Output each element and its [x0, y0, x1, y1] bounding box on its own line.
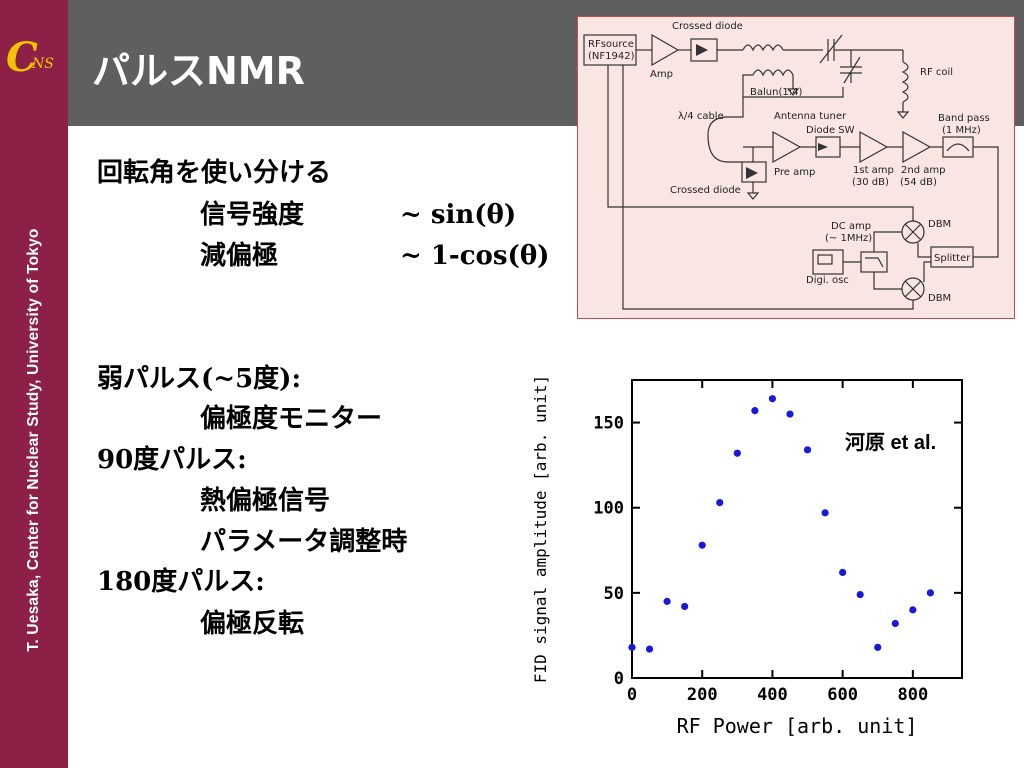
cns-logo: C NS [6, 34, 66, 81]
data-point [681, 602, 689, 611]
circuit-diagram: RFsource (NF1942) Amp Crossed diode Balu… [577, 16, 1015, 319]
rf-source-model-label: (NF1942) [588, 51, 635, 62]
data-point [733, 449, 741, 457]
amp2-label: 2nd amp [901, 165, 945, 176]
amp2-gain-label: (54 dB) [900, 177, 937, 188]
rf-source-label: RFsource [588, 39, 634, 50]
text-line-3-formula: ~ 1-cos(θ) [400, 241, 550, 271]
slide-title: パルスNMR [92, 49, 305, 93]
x-axis-label: RF Power [arb. unit] [677, 714, 918, 738]
balun-primary [742, 44, 784, 52]
data-point [751, 407, 759, 415]
cable-label: λ/4 cable [678, 111, 724, 122]
text-line-7: 熱偏極信号 [200, 486, 331, 516]
x-tick-label: 400 [757, 685, 788, 705]
x-tick-label: 0 [627, 685, 637, 705]
dc-amp-freq-label: (~ 1MHz) [825, 233, 872, 244]
data-point [645, 645, 654, 653]
digi-osc-label: Digi. osc [806, 275, 849, 286]
amp1-gain-label: (30 dB) [852, 177, 889, 188]
dc-amp-filter-symbol [860, 251, 888, 273]
text-line-2-formula: ~ sin(θ) [400, 200, 517, 230]
data-point [909, 606, 917, 614]
band-pass-label: Band pass [938, 113, 990, 124]
text-line-2-label: 信号強度 [200, 200, 305, 230]
amp-symbol [651, 33, 680, 67]
text-line-8: パラメータ調整時 [200, 527, 408, 557]
data-point [628, 643, 636, 651]
data-point [716, 499, 724, 507]
x-tick-label: 200 [687, 685, 718, 705]
credit-annotation: 河原 et al. [845, 432, 937, 454]
data-point [786, 410, 794, 418]
x-tick-label: 800 [897, 685, 928, 705]
amp2-symbol [902, 130, 932, 164]
y-axis-label: FID signal amplitude [arb. unit] [531, 375, 550, 683]
text-line-10: 偏極反転 [200, 609, 305, 639]
data-point [768, 395, 777, 403]
antenna-tuner-label: Antenna tuner [774, 111, 847, 122]
logo-letter: C [6, 34, 38, 81]
fid-plot-svg: 0 200 400 600 800 0 50 100 150 RF Power [arb. uni… [531, 375, 963, 738]
data-point [874, 643, 882, 651]
dbm-bottom-label: DBM [928, 293, 951, 304]
data-point [663, 597, 671, 605]
pre-amp-symbol [772, 130, 802, 164]
x-tick-label: 600 [827, 685, 858, 705]
sidebar: C NS T. Uesaka, Center for Nuclear Study… [0, 0, 68, 768]
text-line-9: 180度パルス: [97, 567, 265, 597]
y-tick-label: 50 [604, 584, 624, 604]
splitter-label: Splitter [934, 253, 971, 264]
data-point [803, 446, 812, 454]
data-point [839, 568, 847, 577]
data-point [698, 541, 706, 549]
rf-coil-symbol [901, 61, 909, 103]
plot-frame [631, 379, 963, 679]
y-tick-label: 100 [593, 499, 624, 519]
digi-osc-symbol [812, 249, 844, 275]
data-point [926, 589, 935, 597]
amp1-label: 1st amp [853, 165, 894, 176]
band-pass-freq-label: (1 MHz) [942, 125, 981, 136]
data-point [821, 509, 829, 517]
amp-label: Amp [650, 69, 673, 80]
y-tick-label: 0 [614, 669, 624, 689]
crossed-diode-top-label: Crossed diode [672, 21, 743, 32]
band-pass-symbol [942, 136, 974, 158]
affiliation-text: T. Uesaka, Center for Nuclear Study, Uni… [25, 228, 42, 652]
circuit-svg: RFsource (NF1942) Amp Crossed diode Balu… [583, 21, 999, 310]
quarter-wave-cable [707, 97, 744, 163]
amp1-symbol [859, 130, 889, 164]
data-point [856, 590, 864, 599]
dc-amp-label: DC amp [831, 221, 871, 232]
rf-coil-label: RF coil [920, 67, 953, 78]
crossed-diode-bottom-symbol [741, 161, 767, 183]
logo-subtext: NS [32, 56, 54, 72]
data-point [891, 619, 899, 628]
text-line-3-label: 減偏極 [200, 241, 279, 271]
text-line-6: 90度パルス: [97, 445, 247, 475]
balun-label: Balun(1:4) [750, 87, 802, 98]
y-tick-label: 150 [593, 414, 624, 434]
text-line-4: 弱パルス(~5度): [97, 364, 302, 394]
diode-sw-label: Diode SW [806, 125, 855, 136]
text-line-5: 偏極度モニター [200, 404, 383, 434]
text-line-1: 回転角を使い分ける [97, 158, 332, 188]
dbm-top-label: DBM [928, 219, 951, 230]
balun-secondary [752, 69, 794, 77]
pre-amp-label: Pre amp [774, 167, 815, 178]
crossed-diode-bottom-label: Crossed diode [670, 185, 741, 196]
fid-plot: 0 200 400 600 800 0 50 100 150 RF Power [arb. uni… [520, 360, 990, 760]
